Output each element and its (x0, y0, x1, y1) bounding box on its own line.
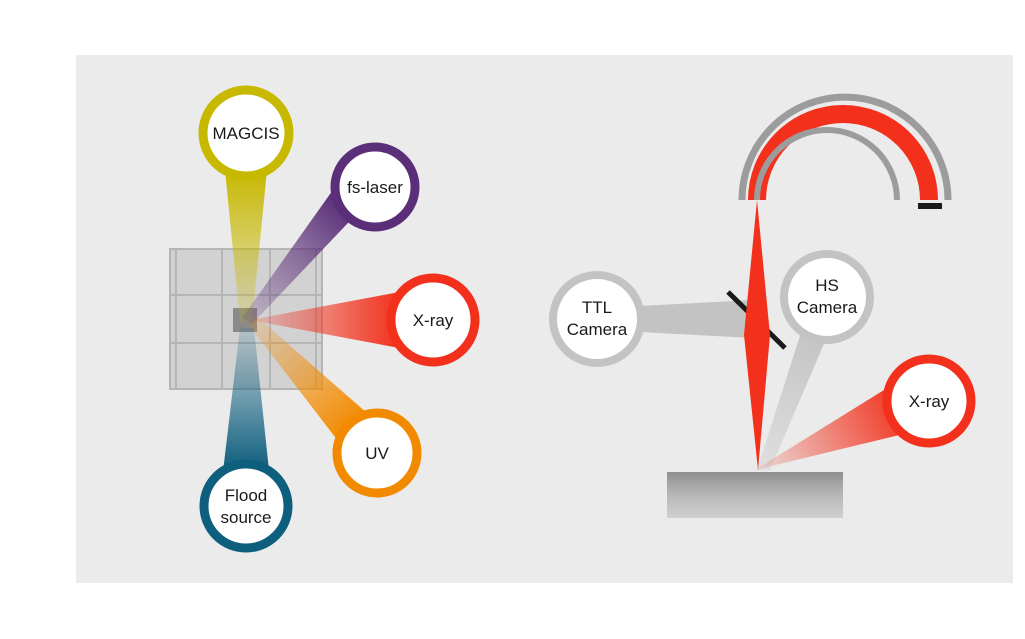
source-xray-right-label: X-ray (909, 392, 950, 411)
source-flood: Flood source (199, 459, 293, 553)
magcis-beam (224, 160, 268, 322)
source-fs-laser: fs-laser (330, 142, 420, 232)
source-flood-label-line1: Flood (225, 486, 268, 505)
right-diagram: TTL Camera HS Camera X-ray (549, 93, 976, 518)
source-magcis-label: MAGCIS (212, 124, 279, 143)
source-xray-left-label: X-ray (413, 311, 454, 330)
sample-stage (667, 472, 843, 518)
hs-beam (757, 320, 832, 470)
source-xray-right: X-ray (882, 354, 976, 448)
xray-beam-right (755, 380, 920, 470)
source-uv: UV (332, 408, 422, 498)
source-uv-label: UV (365, 444, 389, 463)
source-magcis: MAGCIS (198, 85, 294, 181)
ttl-beam (640, 300, 752, 338)
source-fs-laser-label: fs-laser (347, 178, 403, 197)
ttl-camera-label-line2: Camera (567, 320, 628, 339)
source-xray-left: X-ray (386, 273, 480, 367)
analyzer-outer-arc (738, 93, 952, 201)
hs-camera-label-line1: HS (815, 276, 839, 295)
uv-beam (248, 316, 375, 450)
xray-beam-left (250, 290, 410, 350)
electron-beam (744, 200, 770, 470)
hs-camera: HS Camera (780, 250, 874, 344)
hs-camera-label-line2: Camera (797, 298, 858, 317)
source-flood-label-line2: source (220, 508, 271, 527)
fs-laser-beam (242, 180, 365, 324)
analyzer-inner-arc (754, 127, 900, 201)
left-diagram: MAGCIS fs-laser X-ray UV Flood source (169, 85, 480, 553)
ttl-camera-label-line1: TTL (582, 298, 612, 317)
flood-beam (222, 328, 270, 480)
analyzer-detector (918, 203, 942, 209)
ttl-camera: TTL Camera (549, 271, 645, 367)
